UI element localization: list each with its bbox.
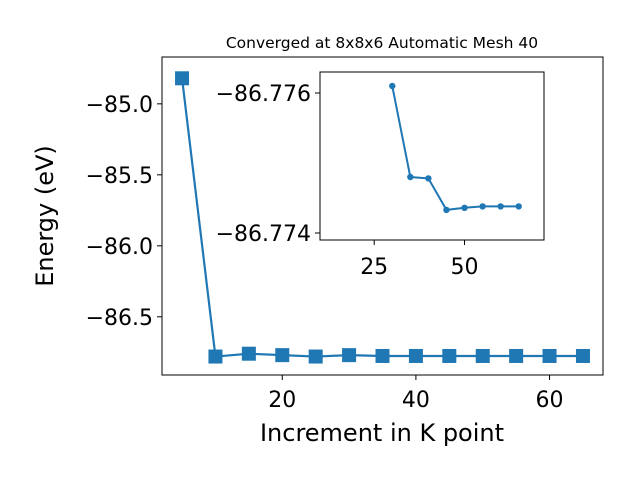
inset-axis-ticks: 25 50 −86.776 −86.774 (216, 82, 479, 280)
main-data-point (241, 346, 256, 361)
main-series (175, 71, 590, 364)
inset-data-point (515, 203, 522, 210)
inset-x-tick-label: 25 (360, 255, 388, 280)
main-data-point (308, 349, 323, 364)
inset-series (389, 82, 522, 214)
inset-y-tick-label: −86.776 (216, 82, 311, 107)
x-axis-label: Increment in K point (260, 419, 504, 447)
main-x-tick-label: 20 (268, 388, 296, 413)
inset-data-point (389, 82, 396, 90)
chart-title: Converged at 8x8x6 Automatic Mesh 40 (226, 34, 538, 52)
main-y-tick-label: −86.5 (86, 306, 153, 331)
main-x-tick-label: 60 (536, 388, 564, 413)
inset-data-point (479, 203, 486, 210)
main-y-tick-label: −85.5 (86, 164, 153, 189)
inset-data-point (461, 204, 468, 211)
inset-data-point (425, 175, 432, 182)
inset-background (320, 72, 544, 240)
inset-data-point (407, 173, 414, 181)
main-data-point (342, 348, 357, 363)
inset-x-tick-label: 50 (451, 255, 479, 280)
main-data-point (542, 348, 557, 363)
inset-data-point (497, 203, 504, 210)
main-y-tick-label: −86.0 (86, 235, 153, 260)
main-plot-frame (161, 56, 604, 376)
main-data-point (475, 348, 490, 363)
main-data-point (175, 71, 190, 86)
main-data-point (509, 348, 524, 363)
main-data-point (442, 348, 457, 363)
main-data-point (375, 348, 390, 363)
main-data-point (408, 348, 423, 363)
main-x-tick-label: 40 (402, 388, 430, 413)
inset-y-tick-label: −86.774 (216, 222, 311, 247)
main-axis-ticks: 20 40 60 −85.0 −85.5 −86.0 −86.5 (86, 93, 564, 413)
y-axis-label: Energy (eV) (31, 145, 59, 287)
inset-plot-frame (319, 71, 545, 241)
inset-data-point (443, 206, 450, 214)
main-y-tick-label: −85.0 (86, 93, 153, 118)
main-data-point (275, 348, 290, 363)
main-data-point (575, 348, 590, 363)
main-data-point (208, 349, 223, 364)
